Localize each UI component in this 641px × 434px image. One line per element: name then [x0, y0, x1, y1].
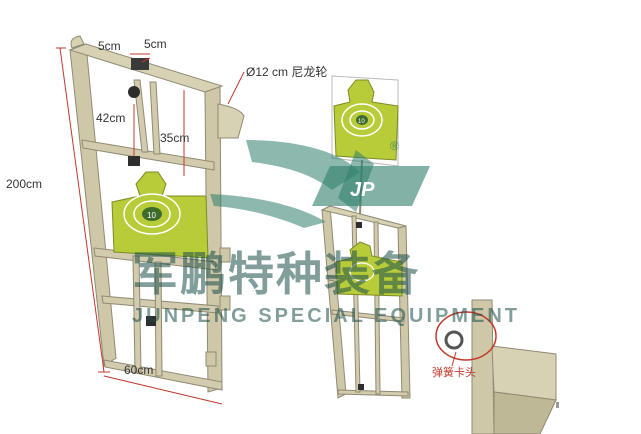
- right-frame: [320, 205, 411, 399]
- registered-mark: ®: [390, 139, 399, 153]
- target-score-small: 10: [358, 119, 365, 125]
- target-score: 10: [147, 211, 156, 220]
- brand-name-en: JUNPENG SPECIAL EQUIPMENT: [132, 305, 520, 327]
- dimensions: [56, 47, 245, 405]
- left-target: 10: [111, 171, 209, 259]
- watermark: JP ® 军鹏特种装备 JUNPENG SPECIAL EQUIPMENT: [132, 139, 520, 327]
- brand-name-cn: 军鹏特种装备: [132, 247, 420, 301]
- detail-inset: [435, 299, 559, 434]
- dim-top-left-label: 5cm: [98, 39, 121, 53]
- dim-inner-height-label: 42cm: [96, 111, 125, 125]
- dim-total-height-label: 200cm: [6, 177, 42, 191]
- dim-right-height-label: 35cm: [160, 131, 189, 145]
- right-target-panel: 10: [331, 75, 399, 215]
- logo-badge-icon: [312, 166, 430, 206]
- dim-top-right-label: 5cm: [144, 37, 167, 51]
- wheel-icon: [128, 86, 140, 98]
- dim-width-label: 60cm: [124, 363, 153, 377]
- dim-wheel-label: Ø12 cm 尼龙轮: [246, 65, 327, 79]
- left-frame: [68, 35, 245, 393]
- spring-clip-label: 弹簧卡头: [432, 365, 476, 379]
- logo-text: JP: [350, 179, 375, 201]
- spring-clip-icon: [444, 330, 464, 350]
